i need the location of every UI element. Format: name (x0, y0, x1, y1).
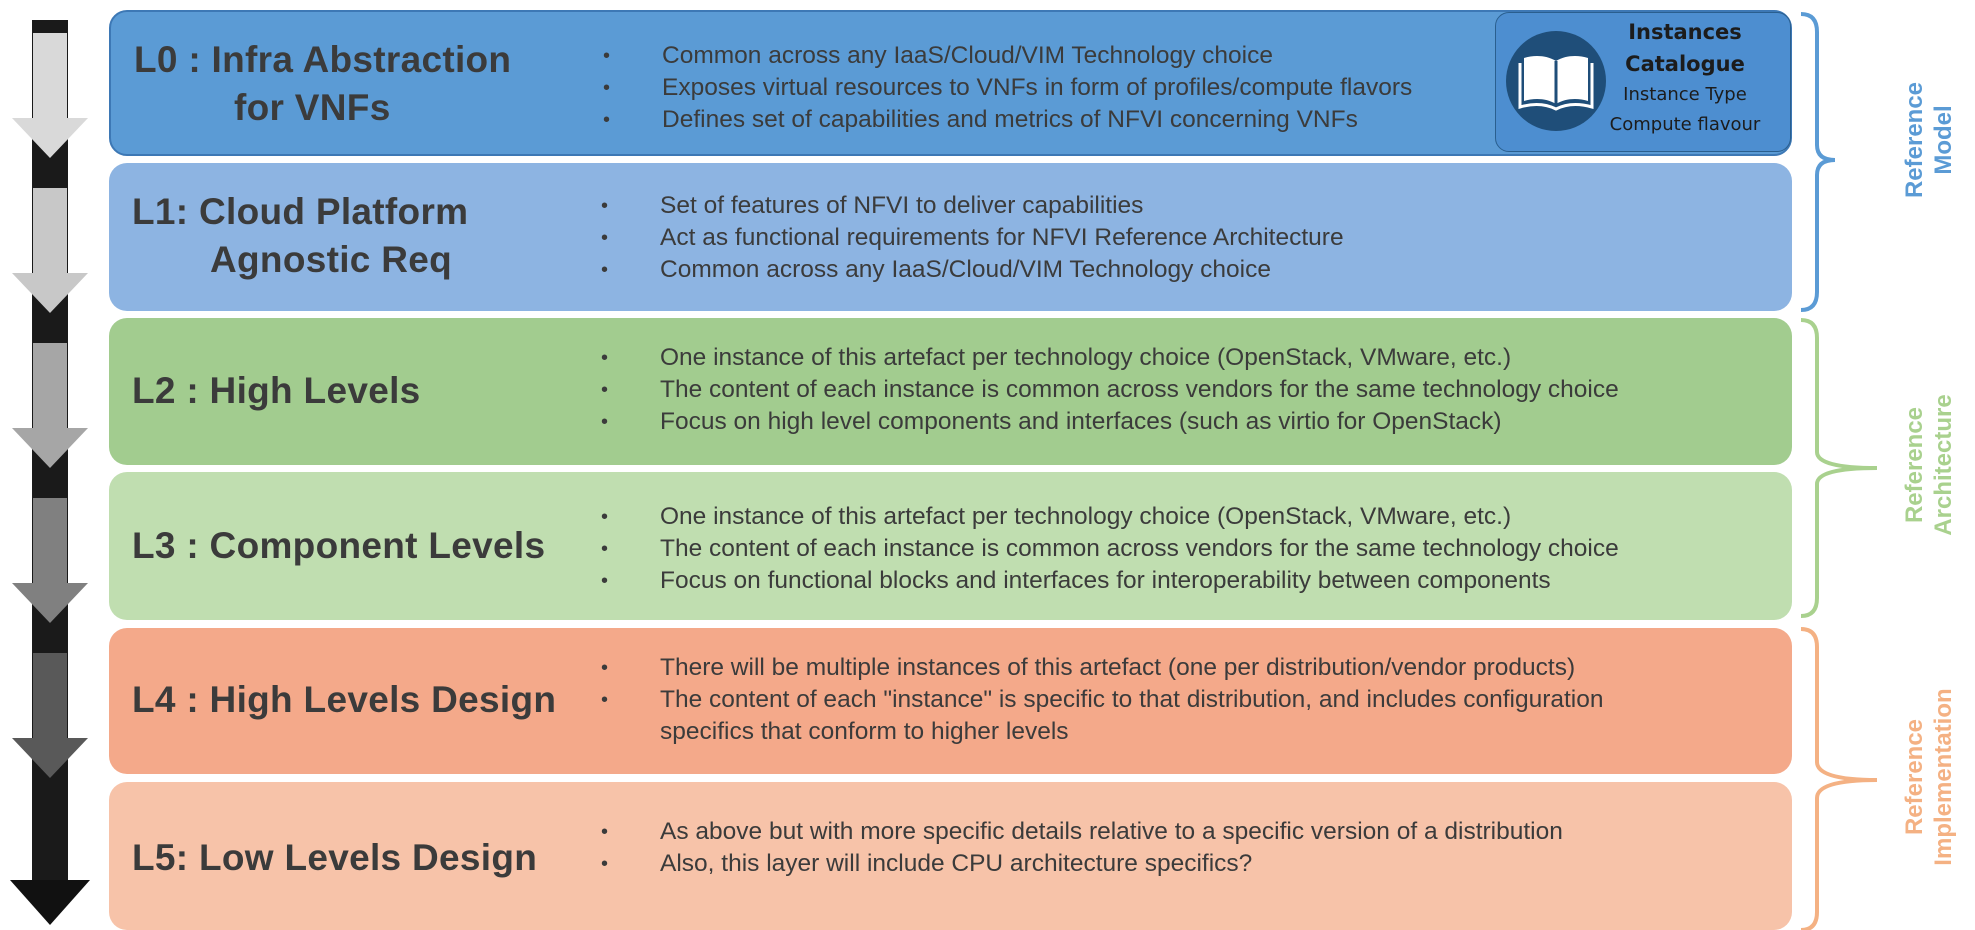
layer-l4-title: L4 : High Levels Design (132, 676, 556, 724)
brace-reference-model (1800, 12, 1836, 312)
layer-l4-title-line1: L4 : High Levels Design (132, 679, 557, 720)
layer-l2-title: L2 : High Levels (132, 367, 421, 415)
layer-l2-title-line1: L2 : High Levels (132, 370, 421, 411)
arrow-segment-2 (12, 188, 88, 313)
layer-l1-bullets: Set of features of NFVI to deliver capab… (601, 190, 1344, 286)
layer-l5-box: L5: Low Levels Design As above but with … (109, 782, 1792, 930)
list-item: The content of each "instance" is specif… (601, 684, 1604, 716)
arrow-segment-5 (12, 653, 88, 778)
layer-l1-box: L1: Cloud Platform Agnostic Req Set of f… (109, 163, 1792, 311)
list-item: As above but with more specific details … (601, 816, 1563, 848)
group-label-line1: Reference (1901, 406, 1928, 524)
layer-l4-bullets: There will be multiple instances of this… (601, 652, 1604, 748)
catalogue-instance-type: Instance Type (1623, 84, 1747, 105)
layer-l1-title-line1: L1: Cloud Platform (132, 191, 469, 232)
book-icon (1506, 31, 1606, 131)
layer-l5-title-line1: L5: Low Levels Design (132, 837, 538, 878)
group-label-line2: Architecture (1930, 394, 1957, 536)
layer-l2-box: L2 : High Levels One instance of this ar… (109, 318, 1792, 465)
layer-l1-title-line2: Agnostic Req (210, 239, 453, 280)
list-item: The content of each instance is common a… (601, 374, 1619, 406)
list-item: Common across any IaaS/Cloud/VIM Technol… (603, 40, 1412, 72)
list-item: Exposes virtual resources to VNFs in for… (603, 72, 1412, 104)
list-item: Focus on functional blocks and interface… (601, 565, 1619, 597)
list-item: One instance of this artefact per techno… (601, 501, 1619, 533)
group-label-line1: Reference (1901, 718, 1928, 836)
catalogue-title-line2: Catalogue (1625, 52, 1745, 76)
layer-l0-title-line1: L0 : Infra Abstraction (134, 39, 512, 80)
list-item: Focus on high level components and inter… (601, 406, 1619, 438)
layer-l5-bullets: As above but with more specific details … (601, 816, 1563, 880)
group-label-line2: Implementation (1930, 688, 1957, 866)
layer-l4-box: L4 : High Levels Design There will be mu… (109, 628, 1792, 774)
group-braces (1800, 12, 1878, 930)
arrow-segment-3 (12, 343, 88, 468)
brace-reference-implementation (1800, 627, 1878, 930)
arrow-segment-1 (12, 33, 88, 158)
catalogue-title-line1: Instances (1628, 20, 1742, 44)
layer-l0-title-line2: for VNFs (234, 87, 391, 128)
group-label-reference-model: Reference Model (1900, 70, 1960, 210)
layer-l3-box: L3 : Component Levels One instance of th… (109, 472, 1792, 620)
list-item: One instance of this artefact per techno… (601, 342, 1619, 374)
list-item: Set of features of NFVI to deliver capab… (601, 190, 1344, 222)
group-label-line2: Model (1930, 105, 1957, 175)
layer-l0-title: L0 : Infra Abstraction for VNFs (134, 36, 511, 132)
arrow-head-final (10, 880, 90, 925)
list-item-continuation: specifics that conform to higher levels (660, 718, 1069, 745)
catalogue-text: Instances Catalogue Instance Type Comput… (1605, 16, 1765, 140)
group-label-line1: Reference (1901, 81, 1928, 199)
layer-l3-title-line1: L3 : Component Levels (132, 525, 546, 566)
layer-l3-title: L3 : Component Levels (132, 522, 545, 570)
brace-reference-architecture (1800, 318, 1878, 618)
list-item: Defines set of capabilities and metrics … (603, 104, 1412, 136)
layer-l0-bullets: Common across any IaaS/Cloud/VIM Technol… (603, 40, 1412, 136)
arrow-segment-4 (12, 498, 88, 623)
list-item: Also, this layer will include CPU archit… (601, 848, 1563, 880)
catalogue-compute-flavour: Compute flavour (1609, 114, 1761, 135)
layer-l2-bullets: One instance of this artefact per techno… (601, 342, 1619, 438)
list-item: Act as functional requirements for NFVI … (601, 222, 1344, 254)
group-label-reference-architecture: Reference Architecture (1900, 380, 1960, 550)
side-arrow (10, 20, 90, 925)
group-label-reference-implementation: Reference Implementation (1900, 677, 1960, 877)
layer-l3-bullets: One instance of this artefact per techno… (601, 501, 1619, 597)
layer-l5-title: L5: Low Levels Design (132, 834, 537, 882)
layer-l1-title: L1: Cloud Platform Agnostic Req (132, 188, 468, 284)
list-item: The content of each instance is common a… (601, 533, 1619, 565)
list-item: There will be multiple instances of this… (601, 652, 1604, 684)
list-item: Common across any IaaS/Cloud/VIM Technol… (601, 254, 1344, 286)
